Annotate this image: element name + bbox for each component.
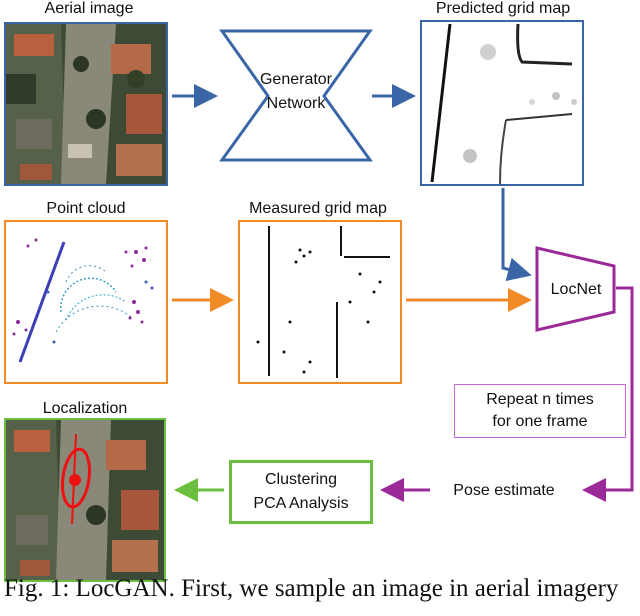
clustering-box: Clustering PCA Analysis [229,460,373,524]
localization-label: Localization [42,400,128,417]
locnet-label: LocNet [550,281,602,298]
point-cloud-label: Point cloud [46,200,126,217]
measured-grid-map-label: Measured grid map [249,200,387,217]
figure-caption: Fig. 1: LocGAN. First, we sample an imag… [4,575,619,602]
predicted-grid-map [420,20,584,186]
pose-estimate-label: Pose estimate [453,482,555,499]
measured-grid-map [238,220,402,384]
localization-marker [69,474,81,486]
arrow-predicted-locnet [501,188,532,282]
aerial-image [4,22,168,186]
localization-image [4,418,166,582]
repeat-box: Repeat n times for one frame [454,384,626,438]
generator-network-label: Generator Network [259,71,333,112]
predicted-grid-map-label: Predicted grid map [435,0,571,17]
point-cloud [4,220,168,384]
aerial-image-label: Aerial image [44,0,134,17]
